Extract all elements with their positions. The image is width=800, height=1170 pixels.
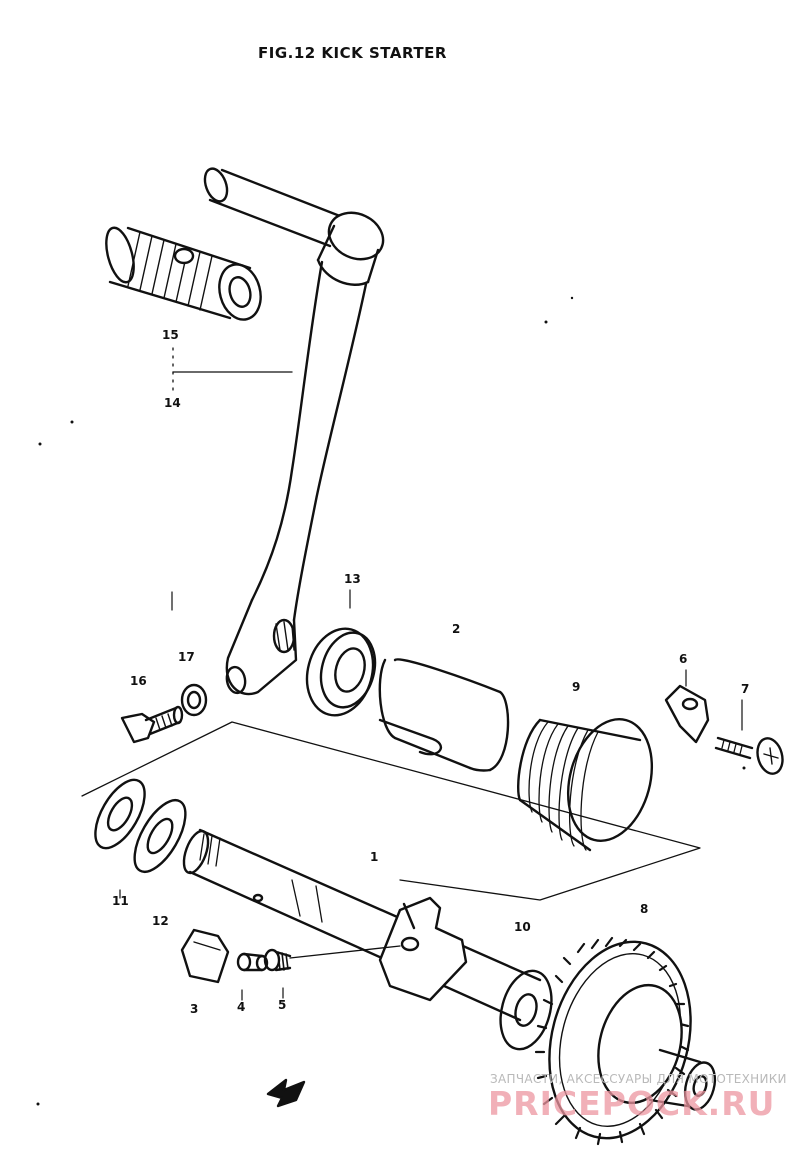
callout-3: 3: [190, 1002, 199, 1016]
kick-lever: [201, 166, 391, 695]
oil-seal: [298, 621, 383, 723]
washer-17: [182, 685, 206, 715]
pawl-spring: [265, 946, 400, 970]
leader-ticks: [120, 590, 742, 1000]
washer-10: [492, 965, 559, 1055]
callout-6: 6: [679, 652, 688, 666]
callout-9: 9: [572, 680, 581, 694]
front-direction-arrow: [268, 1080, 304, 1106]
spring-holder: [666, 686, 708, 742]
watermark-site: PRICEPOCK.RU: [488, 1084, 776, 1123]
callout-11: 11: [112, 894, 129, 908]
pawl-pin: [238, 954, 267, 970]
watermark-tagline: ЗАПЧАСТИ, АКСЕССУАРЫ ДЛЯ МОТОТЕХНИКИ: [490, 1072, 787, 1086]
assembly-outline-8: [82, 722, 700, 900]
callout-5: 5: [278, 998, 287, 1012]
speck: [544, 320, 548, 324]
callout-12: 12: [152, 914, 169, 928]
figure-title: FIG.12 KICK STARTER: [258, 44, 447, 62]
kick-spring: [518, 710, 664, 850]
kick-gear: [528, 926, 719, 1154]
callout-2: 2: [452, 622, 461, 636]
callout-7: 7: [741, 682, 750, 696]
pawl-boss: [380, 898, 466, 1000]
callout-14: 14: [164, 396, 181, 410]
callout-16: 16: [130, 674, 147, 688]
washer-17-hole: [188, 692, 200, 708]
rubber-grip: [101, 225, 266, 324]
callout-1: 1: [370, 850, 379, 864]
speck: [570, 296, 574, 300]
speck: [70, 420, 74, 424]
kick-shaft: [179, 828, 540, 1020]
washer-11: [85, 772, 154, 856]
callout-10: 10: [514, 920, 531, 934]
speck: [38, 442, 42, 446]
pawl: [182, 930, 228, 982]
bolt: [122, 707, 182, 742]
callout-4: 4: [237, 1000, 246, 1014]
spring-guide: [380, 659, 508, 770]
callout-13: 13: [344, 572, 361, 586]
speck: [742, 766, 746, 770]
callout-15: 15: [162, 328, 179, 342]
callout-17: 17: [178, 650, 195, 664]
callout-8: 8: [640, 902, 649, 916]
screw: [716, 736, 786, 777]
speck: [36, 1102, 40, 1106]
washer-12: [124, 792, 195, 879]
